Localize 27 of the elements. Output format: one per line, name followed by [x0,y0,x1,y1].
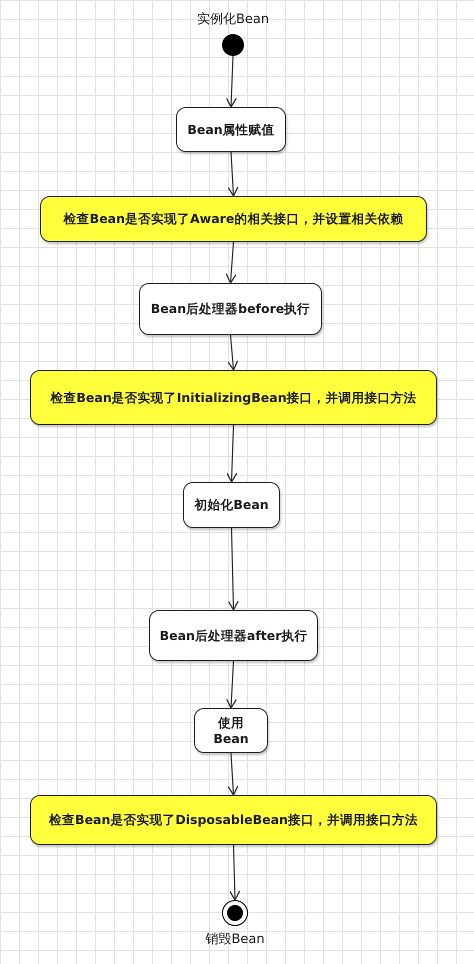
arrow [229,844,240,901]
step-box [194,708,268,753]
arrow [226,242,237,284]
arrow [226,424,238,483]
step-box [149,610,318,661]
step-box [183,482,280,528]
step-text: Bean后处理器before执行 [150,301,310,317]
arrow [228,528,239,611]
step-text: Bean后处理器after执行 [160,628,308,644]
highlighted-step-box [30,795,437,845]
arrow [227,334,238,371]
step-text: Bean属性赋值 [187,122,275,138]
highlighted-step-box [40,196,427,242]
step-box [139,283,322,335]
step-box [176,107,286,152]
highlighted-step-box [30,370,437,425]
step-text: 初始化Bean [194,497,269,513]
state-label: 销毁Bean [205,931,265,949]
arrow [227,752,239,796]
arrow [226,56,237,108]
step-text: 检查Bean是否实现了DisposableBean接口，并调用接口方法 [49,812,418,828]
arrow [226,660,238,709]
arrow [227,152,239,197]
state-label: 实例化Bean [196,11,270,29]
step-text: 检查Bean是否实现了InitializingBean接口，并调用接口方法 [50,390,417,406]
step-text: 使用Bean [212,714,250,746]
step-text: 检查Bean是否实现了Aware的相关接口，并设置相关依赖 [64,211,404,227]
